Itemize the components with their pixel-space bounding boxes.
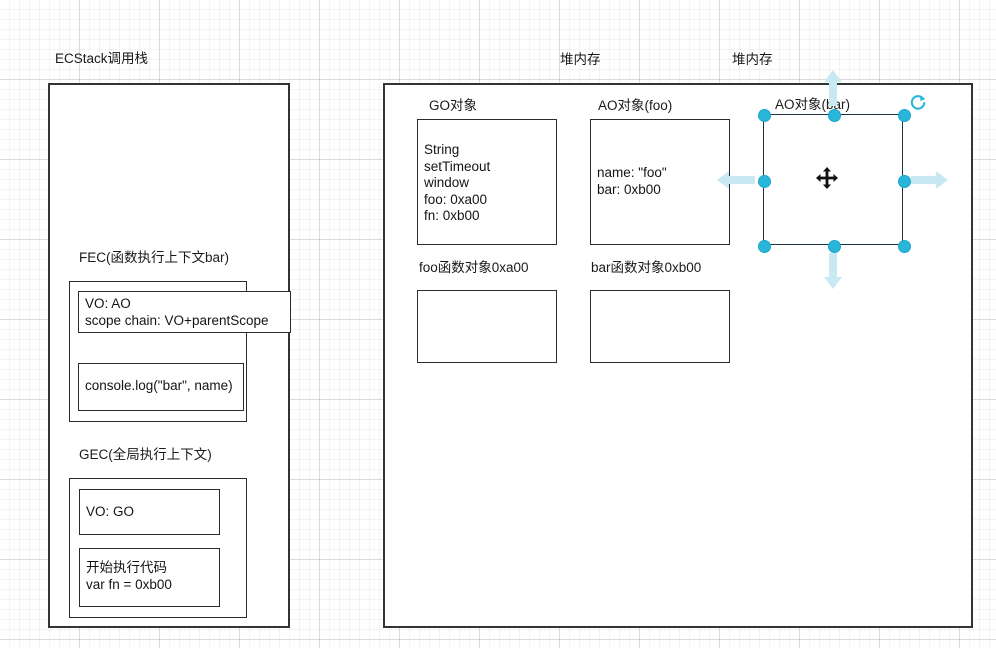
gec-vo-text: VO: GO xyxy=(86,504,135,519)
bar-fn-object-box[interactable] xyxy=(590,290,730,363)
handle-bottom-left[interactable] xyxy=(757,239,771,253)
fec-title-label: FEC(函数执行上下文bar) xyxy=(79,250,230,265)
fec-code-text: console.log("bar", name) xyxy=(85,378,233,393)
rotate-icon[interactable] xyxy=(909,94,927,112)
fec-vo-box[interactable]: VO: AO scope chain: VO+parentScope xyxy=(78,291,291,333)
go-object-box[interactable]: String setTimeout window foo: 0xa00 fn: … xyxy=(417,119,557,245)
gec-title-label: GEC(全局执行上下文) xyxy=(79,447,212,462)
handle-top-right[interactable] xyxy=(897,108,911,122)
handle-top-center[interactable] xyxy=(827,108,841,122)
ao-foo-box[interactable]: name: "foo" bar: 0xb00 xyxy=(590,119,730,245)
heap-section-title-right: 堆内存 xyxy=(732,52,773,67)
foo-fn-object-box[interactable] xyxy=(417,290,557,363)
handle-middle-left[interactable] xyxy=(757,174,771,188)
handle-bottom-right[interactable] xyxy=(897,239,911,253)
stack-section-title: ECStack调用栈 xyxy=(55,51,149,66)
heap-section-title-left: 堆内存 xyxy=(560,52,601,67)
gec-code-text: 开始执行代码 var fn = 0xb00 xyxy=(86,560,172,592)
handle-bottom-center[interactable] xyxy=(827,239,841,253)
fec-vo-text: VO: AO scope chain: VO+parentScope xyxy=(85,296,269,328)
bar-fn-object-title-label: bar函数对象0xb00 xyxy=(591,260,702,275)
move-cursor-icon[interactable] xyxy=(816,167,849,198)
ao-foo-title-label: AO对象(foo) xyxy=(598,98,673,113)
foo-fn-object-title-label: foo函数对象0xa00 xyxy=(419,260,529,275)
ao-foo-text: name: "foo" bar: 0xb00 xyxy=(597,165,667,197)
go-object-text: String setTimeout window foo: 0xa00 fn: … xyxy=(424,142,491,223)
gec-vo-box[interactable]: VO: GO xyxy=(79,489,220,535)
handle-middle-right[interactable] xyxy=(897,174,911,188)
handle-top-left[interactable] xyxy=(757,108,771,122)
gec-code-box[interactable]: 开始执行代码 var fn = 0xb00 xyxy=(79,548,220,607)
go-object-title-label: GO对象 xyxy=(429,98,478,113)
fec-code-box[interactable]: console.log("bar", name) xyxy=(78,363,244,411)
